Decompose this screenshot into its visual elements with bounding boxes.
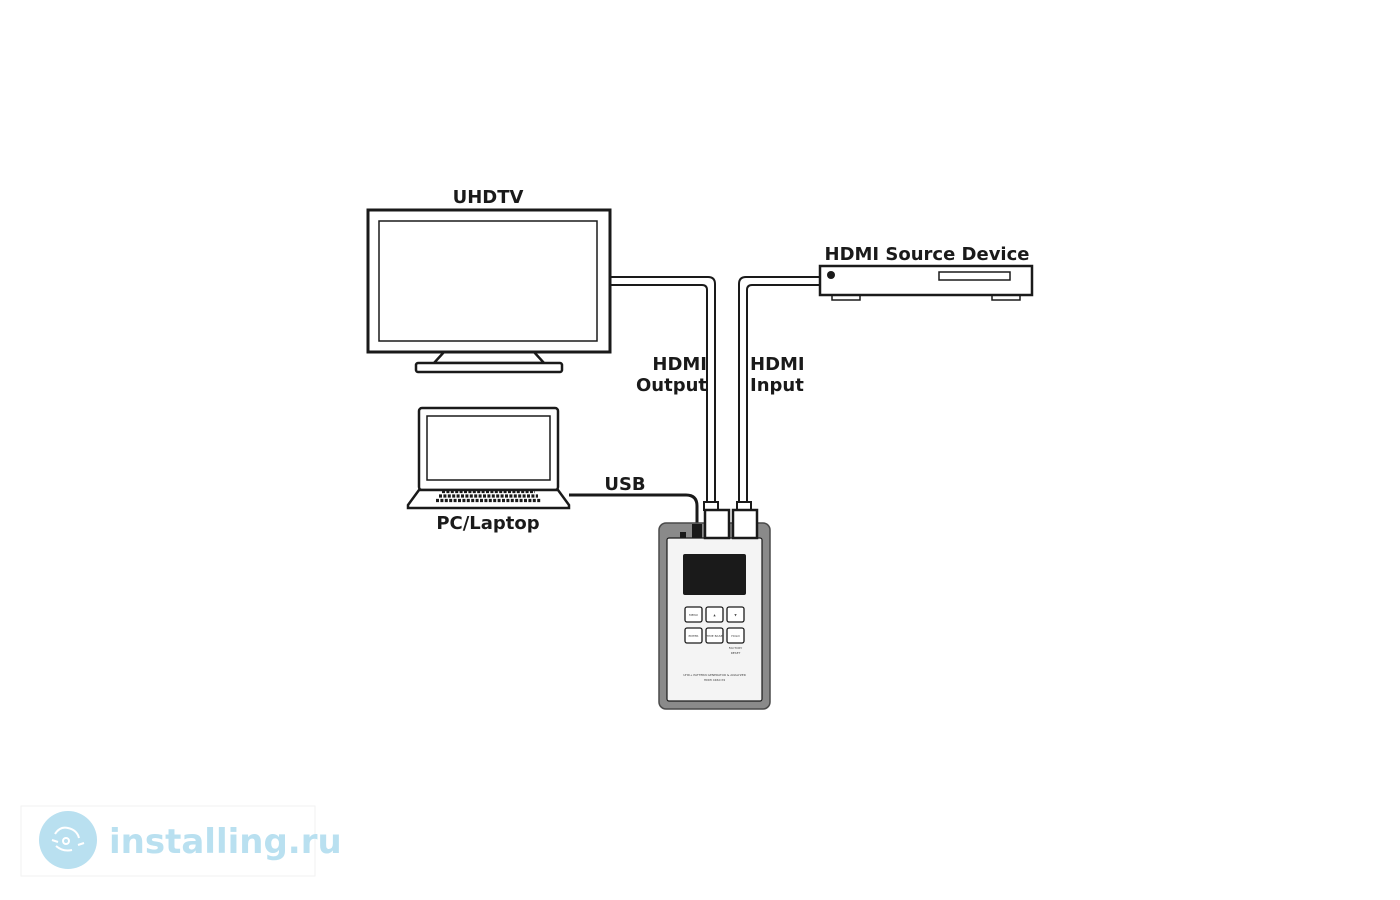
- hdmi-output-label-line2: Output: [636, 375, 707, 396]
- reset-label: RESET: [731, 651, 741, 655]
- watermark-logo-mark: [51, 826, 85, 852]
- source-device-label: HDMI Source Device: [825, 244, 1030, 265]
- svg-text:TIME BASE: TIME BASE: [705, 634, 722, 638]
- watermark: installing.ru: [20, 805, 342, 877]
- pattern-analyzer-device: MENU ▲ ▼ ENTER TIME BASE HOLD FACTORY RE…: [658, 501, 771, 710]
- analyzer-button-time-base[interactable]: TIME BASE: [705, 627, 724, 644]
- tv-stand: [431, 351, 547, 365]
- analyzer-button-up[interactable]: ▲: [705, 606, 724, 623]
- svg-text:HOLD: HOLD: [731, 634, 740, 638]
- analyzer-button-hold[interactable]: HOLD: [726, 627, 745, 644]
- hdmi-input-port: [731, 508, 759, 540]
- analyzer-power-port: [680, 532, 686, 538]
- uhdtv-device: [366, 208, 612, 374]
- hdmi-source-device: [818, 264, 1034, 301]
- source-disc-slot: [938, 271, 1011, 281]
- hdmi-input-label-line2: Input: [750, 375, 804, 396]
- pc-laptop-label: PC/Laptop: [436, 513, 539, 534]
- usb-cable: [569, 493, 699, 526]
- hdmi-output-cable: [610, 276, 716, 502]
- pc-laptop-device: [406, 406, 571, 510]
- svg-text:▼: ▼: [734, 613, 737, 617]
- hdmi-output-port: [703, 508, 731, 540]
- hdmi-input-cable: [738, 276, 820, 502]
- usb-label: USB: [604, 474, 645, 495]
- analyzer-button-down[interactable]: ▼: [726, 606, 745, 623]
- source-power-dot: [827, 271, 835, 279]
- device-name-line2: HDMI 4K60 P4: [704, 678, 725, 682]
- svg-text:ENTER: ENTER: [689, 634, 699, 638]
- tv-screen: [378, 220, 598, 342]
- analyzer-display: [683, 554, 746, 595]
- uhdtv-label: UHDTV: [453, 187, 524, 208]
- device-name-line1: UHD+ PATTERN GENERATOR & ANALYZER: [683, 673, 746, 677]
- factory-label: FACTORY: [729, 646, 743, 650]
- usb-port: [692, 524, 702, 538]
- hdmi-output-label-line1: HDMI: [652, 354, 707, 375]
- watermark-text: installing.ru: [109, 822, 342, 862]
- laptop-screen: [426, 415, 551, 481]
- analyzer-button-enter[interactable]: ENTER: [684, 627, 703, 644]
- watermark-frame: [20, 805, 316, 877]
- laptop-keyboard: [436, 489, 541, 503]
- svg-text:▲: ▲: [713, 613, 716, 617]
- analyzer-button-menu[interactable]: MENU: [684, 606, 703, 623]
- hdmi-input-label-line1: HDMI: [750, 354, 805, 375]
- svg-text:MENU: MENU: [689, 613, 698, 617]
- tv-base: [414, 361, 564, 374]
